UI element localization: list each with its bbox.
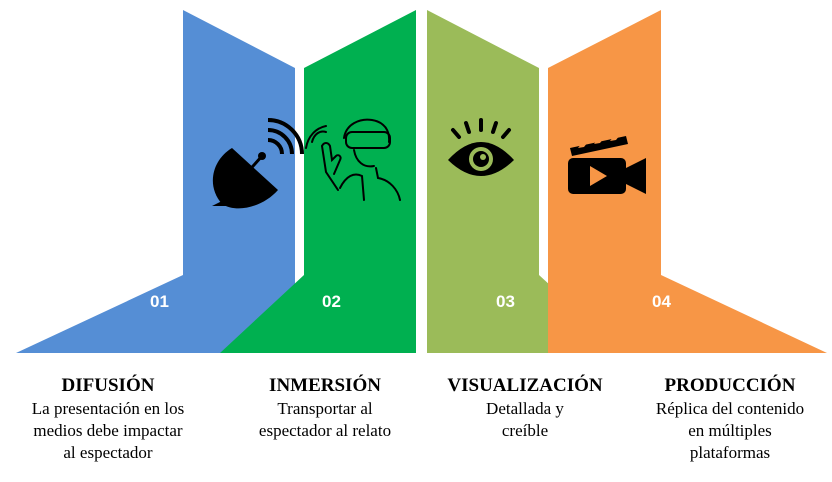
step-04-desc-line-3: plataformas (689, 443, 771, 462)
step-03-desc-line-2: creíble (501, 421, 549, 440)
satellite-dish-icon (212, 118, 304, 209)
step-04-caption: PRODUCCIÓN Réplica del contenido en múlt… (630, 374, 830, 464)
step-02-desc-line-2: espectador al relato (258, 421, 392, 440)
video-camera-icon (568, 130, 646, 194)
step-01-number: 01 (150, 292, 169, 311)
vr-headset-person-icon (305, 118, 401, 201)
step-03-caption: VISUALIZACIÓN Detallada y creíble (425, 374, 625, 442)
step-02-caption: INMERSIÓN Transportar al espectador al r… (225, 374, 425, 442)
step-04-number: 04 (652, 292, 671, 311)
step-03-title: VISUALIZACIÓN (447, 375, 603, 396)
step-03-number: 03 (496, 292, 515, 311)
step-04-title: PRODUCCIÓN (664, 375, 796, 396)
step-01-desc-line-1: La presentación en los (31, 399, 185, 418)
step-03-shape (427, 10, 624, 353)
step-04-desc-line-2: en múltiples (688, 421, 772, 440)
step-02-shape (220, 10, 416, 353)
step-02-number: 02 (322, 292, 341, 311)
eye-icon (448, 118, 514, 176)
step-01-title: DIFUSIÓN (61, 375, 155, 396)
step-02-title: INMERSIÓN (269, 375, 381, 396)
step-01-shape (16, 10, 295, 353)
step-03-desc-line-1: Detallada y (486, 399, 564, 418)
step-01-desc-line-2: medios debe impactar (33, 421, 183, 440)
step-01-caption: DIFUSIÓN La presentación en los medios d… (8, 374, 208, 464)
step-04-shape (548, 10, 827, 353)
step-04-desc-line-1: Réplica del contenido (655, 399, 805, 418)
step-02-desc-line-1: Transportar al (277, 399, 373, 418)
step-01-desc-line-3: al espectador (63, 443, 153, 462)
